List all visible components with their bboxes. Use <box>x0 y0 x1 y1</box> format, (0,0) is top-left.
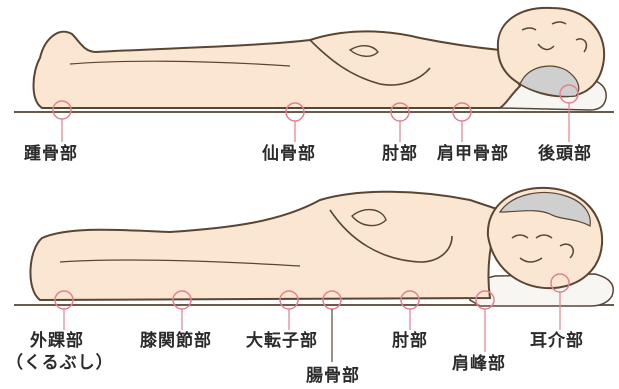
lateral-body <box>30 192 500 300</box>
label-ilium: 腸骨部 <box>306 366 360 386</box>
label-trochanter: 大転子部 <box>246 331 318 351</box>
label-elbow-lateral: 肘部 <box>392 331 428 351</box>
label-ankle: 外踝部 <box>30 331 84 351</box>
label-acromion: 肩峰部 <box>452 354 506 374</box>
label-elbow: 肘部 <box>382 144 418 164</box>
label-scapula: 肩甲骨部 <box>437 144 509 164</box>
supine-figure <box>14 8 614 142</box>
label-occiput: 後頭部 <box>538 144 592 164</box>
label-heel: 踵骨部 <box>24 144 78 164</box>
label-sacrum: 仙骨部 <box>262 144 316 164</box>
label-ear: 耳介部 <box>530 331 584 351</box>
label-knee: 膝関節部 <box>140 331 212 351</box>
label-ankle-reading: （くるぶし） <box>6 353 114 373</box>
supine-body <box>34 31 521 108</box>
